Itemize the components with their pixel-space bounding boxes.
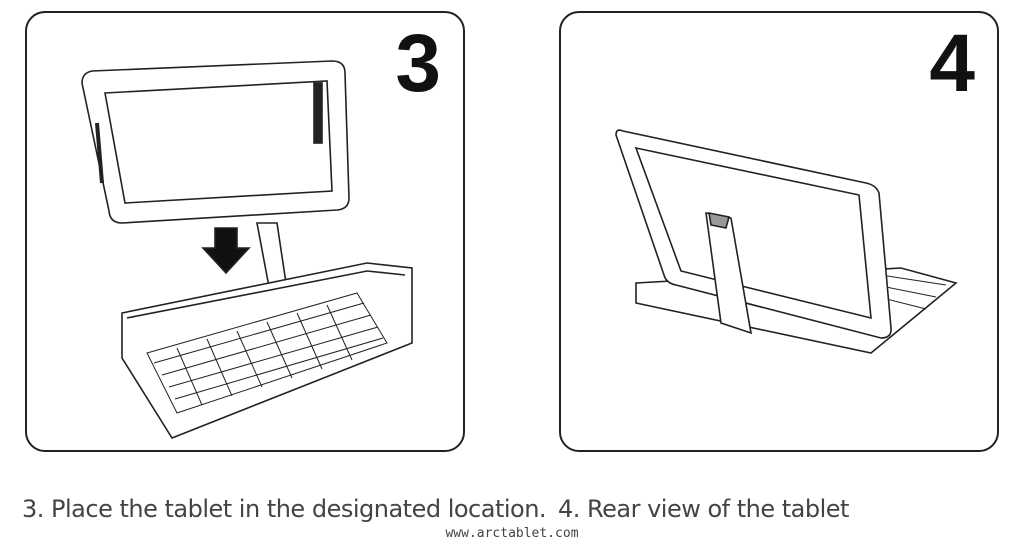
step-3-caption: 3. Place the tablet in the designated lo… — [22, 495, 547, 523]
step-4-caption: 4. Rear view of the tablet — [558, 495, 849, 523]
step-number: 4 — [929, 18, 975, 109]
step-3-panel: 3 — [25, 11, 465, 452]
footer-url: www.arctablet.com — [445, 526, 579, 541]
step-4-panel: 4 — [559, 11, 999, 452]
tablet-docking-illustration — [81, 60, 413, 439]
tablet-rear-view-illustration — [615, 129, 958, 354]
step-number: 3 — [395, 18, 441, 109]
